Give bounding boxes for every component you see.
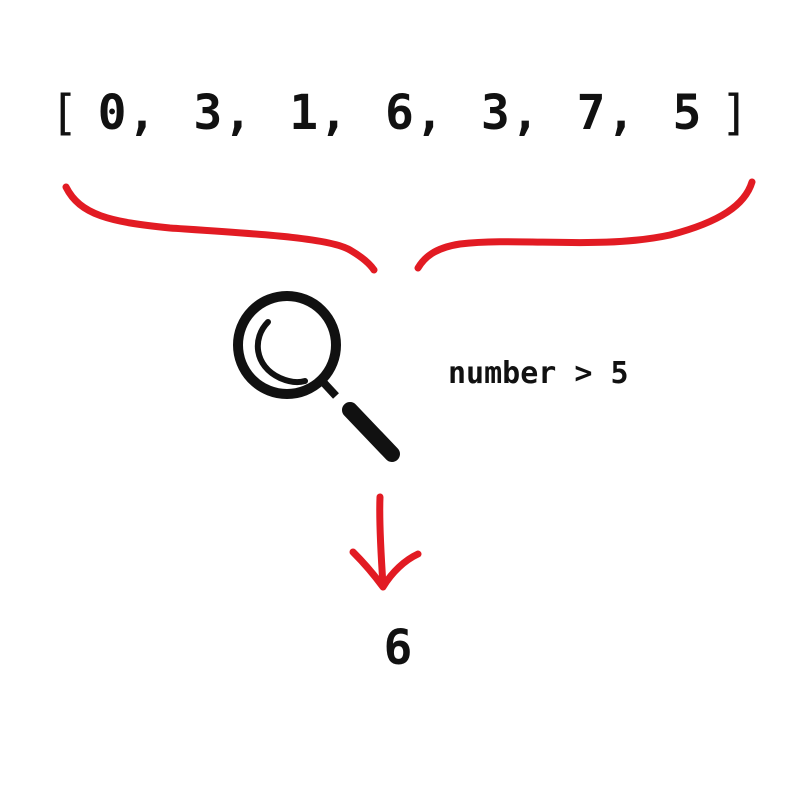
array-close-bracket: ] <box>720 85 751 141</box>
input-array: [ 0, 3, 1, 6, 3, 7, 5 ] <box>0 68 800 158</box>
curly-brace <box>62 178 756 274</box>
brace-right-arm <box>414 178 756 272</box>
arrow-head <box>349 548 422 591</box>
down-arrow-icon <box>349 493 422 591</box>
array-separator: , <box>319 85 350 141</box>
array-separator: , <box>127 85 158 141</box>
array-separator: , <box>223 85 254 141</box>
array-item: 3 <box>480 85 511 141</box>
handle-neck <box>321 380 339 399</box>
array-item: 1 <box>289 85 320 141</box>
filter-condition: number > 5 <box>448 356 629 391</box>
array-item: 0 <box>97 85 128 141</box>
lens-glare <box>254 319 308 385</box>
brace-left-arm <box>62 183 378 274</box>
result-value: 6 <box>383 620 413 676</box>
array-separator: , <box>414 85 445 141</box>
array-separator: , <box>510 85 541 141</box>
lens-rim <box>233 291 341 399</box>
handle <box>342 402 400 462</box>
array-item: 5 <box>672 85 703 141</box>
magnifying-glass-icon <box>233 291 400 462</box>
arrow-shaft <box>376 493 387 589</box>
array-item: 3 <box>193 85 224 141</box>
array-item: 6 <box>385 85 415 141</box>
array-item: 7 <box>576 85 607 141</box>
array-open-bracket: [ <box>49 85 80 141</box>
array-separator: , <box>606 85 637 141</box>
